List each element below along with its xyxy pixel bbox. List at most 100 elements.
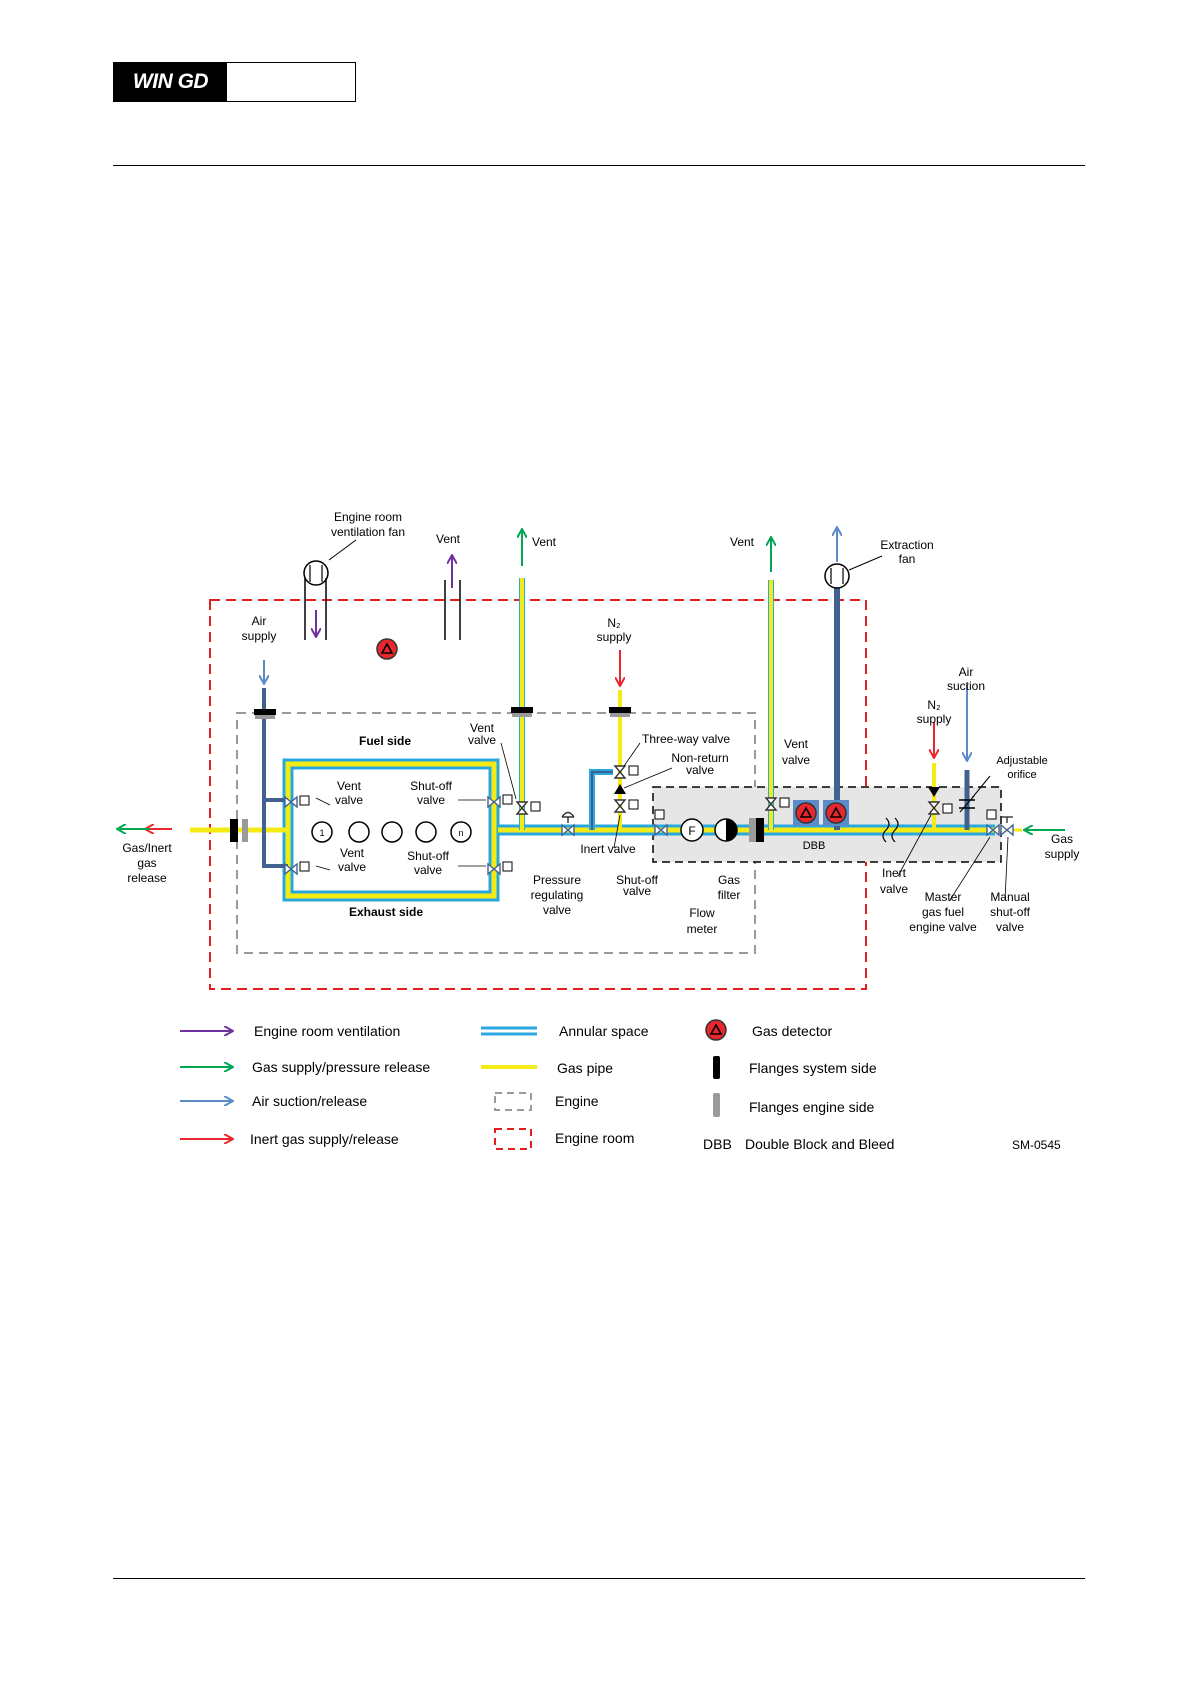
cylinder-icon — [348, 821, 370, 843]
label-shutoff-top-2: valve — [417, 793, 445, 807]
label-n2-right-2: supply — [917, 712, 952, 726]
label-n2-supply-2: supply — [597, 630, 632, 644]
label-air-suction-1: Air — [959, 665, 974, 679]
label-gas-filter-2: filter — [718, 888, 741, 902]
flange-engine-n2 — [610, 713, 630, 717]
cylinder-first-label: 1 — [319, 828, 324, 838]
cylinder-icon — [311, 821, 333, 843]
actuator-icon — [779, 797, 790, 808]
label-inert-valve-mid: Inert valve — [580, 842, 636, 856]
label-fuel-side: Fuel side — [359, 734, 411, 748]
legend: Engine room ventilation Gas supply/press… — [180, 1019, 1061, 1152]
label-gas-inert-release-3: release — [127, 871, 167, 885]
legend-engine-room-box — [494, 1128, 532, 1150]
cylinder-icon — [415, 821, 437, 843]
three-way-valve-icon — [614, 765, 626, 779]
ventilation-fan-icon — [303, 560, 329, 586]
actuator-icon — [299, 795, 310, 806]
legend-engine-box — [494, 1092, 532, 1111]
label-vent-valve-bl-1: Vent — [340, 846, 365, 860]
legend-annular-label: Annular space — [559, 1023, 649, 1039]
label-manual-shutoff-3: valve — [996, 920, 1024, 934]
figure-code: SM-0545 — [1012, 1138, 1061, 1152]
legend-inert-label: Inert gas supply/release — [250, 1131, 399, 1147]
label-gas-supply-2: supply — [1045, 847, 1080, 861]
label-vent-valve-mid-1: Vent — [470, 721, 495, 735]
label-vent-valve-tl-1: Vent — [337, 779, 362, 793]
three-way-bypass-annular — [589, 769, 613, 830]
label-gas-supply-1: Gas — [1051, 832, 1073, 846]
leader-line — [848, 555, 883, 571]
legend-dbb-full: Double Block and Bleed — [745, 1136, 894, 1152]
label-flow-meter-1: Flow — [689, 906, 715, 920]
label-gas-inert-release-1: Gas/Inert — [122, 841, 172, 855]
non-return-valve-icon — [614, 784, 626, 794]
legend-ventilation-label: Engine room ventilation — [254, 1023, 400, 1039]
label-extraction-fan-1: Extraction — [880, 538, 933, 552]
label-adjustable-orifice-2: orifice — [1007, 769, 1036, 781]
label-vent-valve-mid-2: valve — [468, 733, 496, 747]
header-rule — [113, 165, 1085, 166]
label-vent-top3: Vent — [730, 535, 755, 549]
flange-system-air — [254, 709, 276, 715]
actuator-icon — [530, 801, 541, 812]
legend-flange-system-label: Flanges system side — [749, 1060, 877, 1076]
legend-flange-engine-icon — [713, 1093, 720, 1117]
label-vent-top: Vent — [436, 532, 461, 546]
pipe-break-mark — [891, 817, 899, 843]
legend-engine-label: Engine — [555, 1093, 599, 1109]
legend-gas-detector-icon — [705, 1019, 727, 1041]
label-non-return-2: valve — [686, 763, 714, 777]
extraction-fan-icon — [824, 563, 850, 589]
legend-flange-engine-label: Flanges engine side — [749, 1099, 875, 1115]
cylinder-icon — [381, 821, 403, 843]
dbb-gas-detector-icon — [825, 802, 847, 824]
label-shutoff-bottom-2: valve — [414, 863, 442, 877]
label-air-supply-1: Air — [252, 614, 267, 628]
manual-shutoff-valve-icon — [1000, 824, 1014, 836]
legend-air-label: Air suction/release — [252, 1093, 367, 1109]
regulator-stem — [562, 816, 574, 823]
adjustable-orifice-icon — [959, 799, 975, 809]
legend-gas-detector-label: Gas detector — [752, 1023, 832, 1039]
label-manual-shutoff-2: shut-off — [990, 905, 1030, 919]
label-engine-room-fan-2: ventilation fan — [331, 525, 405, 539]
label-pressure-reg-3: valve — [543, 903, 571, 917]
actuator-icon — [628, 765, 639, 776]
label-shutoff-top-1: Shut-off — [410, 779, 452, 793]
regulator-dome — [561, 811, 575, 818]
leader-line — [328, 539, 357, 561]
legend-dbb-abbrev: DBB — [703, 1136, 732, 1152]
label-master-valve-3: engine valve — [909, 920, 977, 934]
flange-system-left — [230, 819, 238, 842]
label-inert-valve-right-2: valve — [880, 882, 908, 896]
label-n2-right-1: N₂ — [927, 698, 941, 712]
non-return-valve-right-icon — [928, 787, 940, 797]
flange-engine-vent — [512, 713, 532, 717]
label-flow-meter-2: meter — [687, 922, 718, 936]
air-pipe-bottom — [262, 800, 288, 868]
flange-engine-air — [255, 715, 275, 719]
label-pressure-reg-2: regulating — [531, 888, 584, 902]
label-master-valve-2: gas fuel — [922, 905, 964, 919]
legend-engine-room-label: Engine room — [555, 1130, 634, 1146]
actuator-icon — [628, 799, 639, 810]
cylinder-icon — [450, 821, 472, 843]
dbb-gas-detector-icon — [795, 802, 817, 824]
label-extraction-fan-2: fan — [899, 552, 916, 566]
label-engine-room-fan-1: Engine room — [334, 510, 402, 524]
three-way-bypass — [591, 771, 613, 830]
label-non-return-1: Non-return — [671, 751, 728, 765]
actuator-icon — [654, 809, 665, 820]
label-inert-valve-right-1: Inert — [882, 866, 907, 880]
label-air-suction-2: suction — [947, 679, 985, 693]
label-exhaust-side: Exhaust side — [349, 905, 423, 919]
label-shutoff-bottom-1: Shut-off — [407, 849, 449, 863]
inert-valve-mid-icon — [614, 799, 626, 813]
label-manual-shutoff-1: Manual — [990, 890, 1029, 904]
leader-line — [971, 775, 991, 799]
flange-engine-left — [242, 819, 248, 842]
company-logo: WIN GD — [113, 62, 356, 102]
label-vent-valve-tl-2: valve — [335, 793, 363, 807]
